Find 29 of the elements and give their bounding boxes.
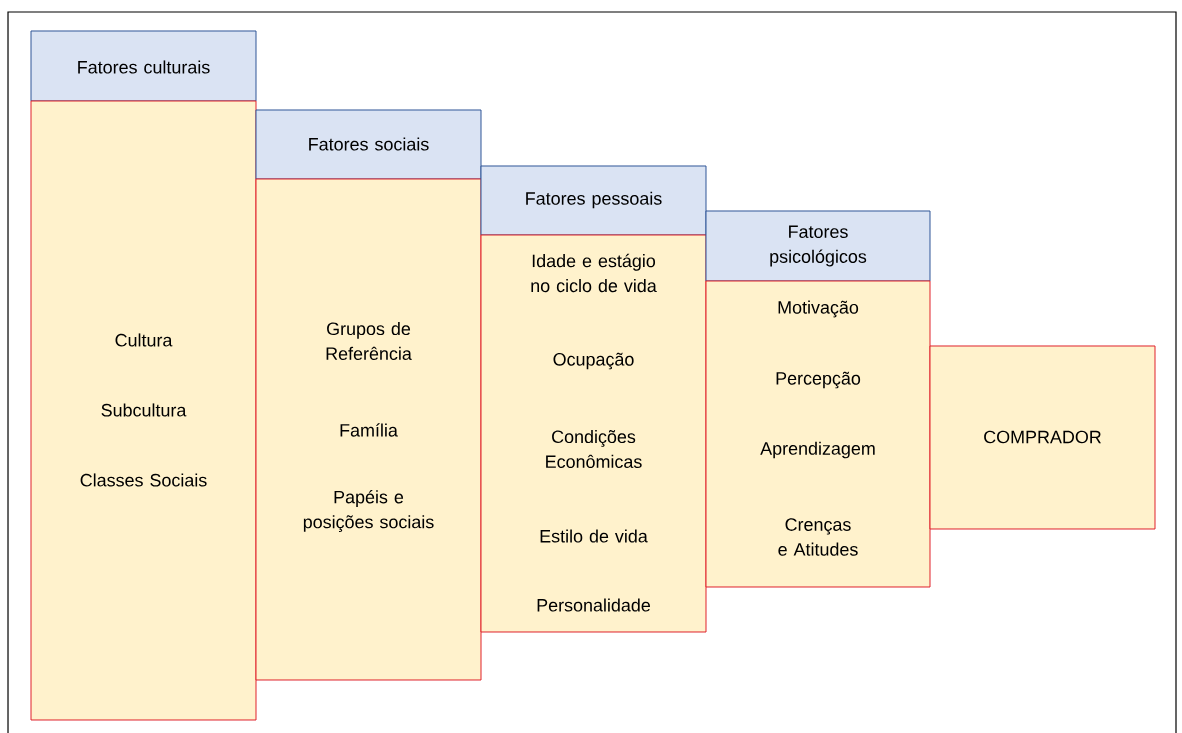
header-box — [255, 109, 482, 180]
header-box — [30, 30, 257, 102]
item-text: Personalidade — [537, 598, 650, 612]
header-text: Fatores pessoais — [526, 191, 662, 209]
item-text: Família — [340, 423, 398, 437]
item-text: Crenças e Atitudes — [778, 518, 858, 556]
header-text: Fatores sociais — [309, 137, 429, 151]
item-text: Idade e estágio no ciclo de vida — [531, 253, 657, 293]
item-text: Papéis e posições sociais — [303, 490, 434, 532]
header-text: Fatores culturais — [78, 60, 210, 74]
list-box — [705, 280, 931, 588]
item-text: Aprendizagem — [760, 441, 875, 459]
item-text: Grupos de Referência — [326, 321, 412, 361]
header-box — [480, 165, 707, 236]
header-text: Fatores psicológicos — [770, 225, 867, 267]
item-text: Ocupação — [553, 352, 634, 370]
item-text: Cultura — [115, 333, 173, 347]
list-box — [30, 100, 257, 721]
header-box — [705, 210, 931, 282]
list-box — [255, 178, 482, 681]
item-text: COMPRADOR — [984, 430, 1101, 444]
buyer-box — [929, 345, 1156, 530]
item-text: Motivação — [778, 300, 859, 318]
item-text: Condições Econômicas — [546, 429, 642, 469]
list-box — [480, 234, 707, 633]
item-text: Estilo de vida — [540, 529, 648, 543]
item-text: Classes Sociais — [80, 473, 207, 487]
item-text: Subcultura — [101, 403, 187, 417]
item-text: Percepção — [776, 371, 861, 389]
